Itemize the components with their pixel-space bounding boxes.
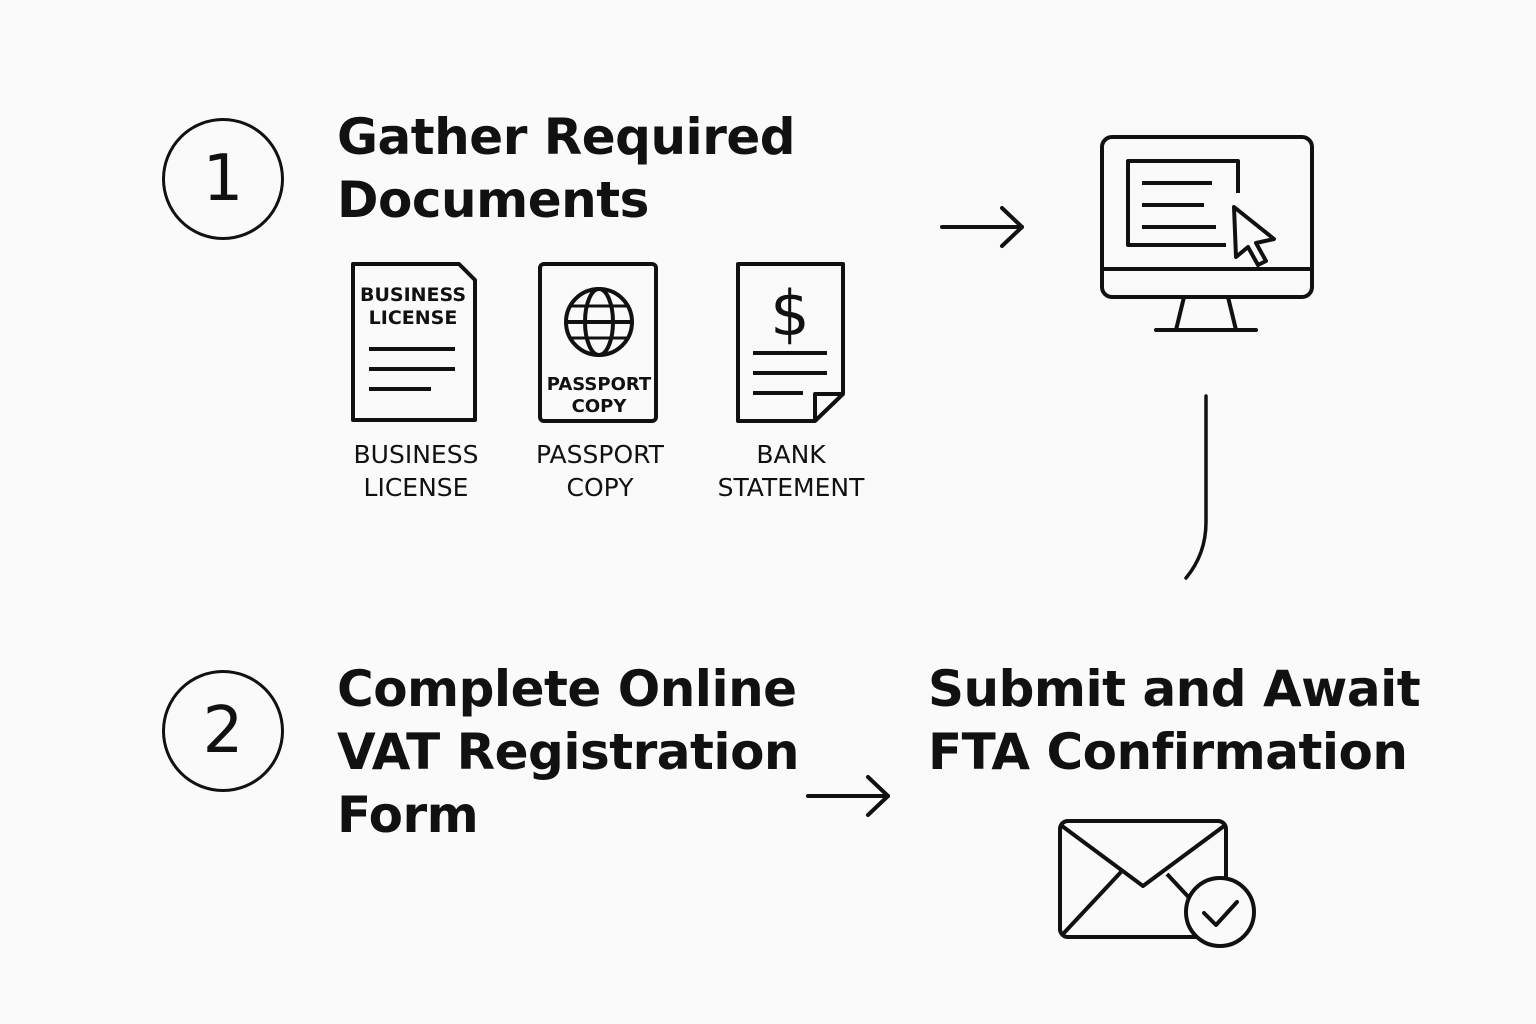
bank-statement-label-line-2: STATEMENT	[717, 473, 865, 502]
check-circle-icon	[1184, 876, 1256, 948]
dollar-sign-text: $	[770, 277, 809, 350]
step-1-title-line-2: Documents	[337, 171, 649, 229]
passport-copy-label-line-2: COPY	[566, 473, 634, 502]
passport-icon-text-1: PASSPORT	[547, 374, 652, 395]
business-license-label: BUSINESS LICENSE	[336, 438, 496, 504]
step-2-number: 2	[202, 694, 244, 768]
step-1-circle: 1	[162, 118, 284, 240]
globe-icon	[564, 287, 634, 357]
step-2-title-line-2: VAT Registration	[337, 723, 800, 781]
business-license-document-icon: BUSINESS LICENSE	[351, 262, 477, 422]
computer-form-icon	[1100, 135, 1314, 332]
cursor-icon	[1232, 205, 1276, 267]
business-license-icon-text-2: LICENSE	[369, 307, 458, 329]
arrow-right-icon	[940, 206, 1024, 248]
bank-statement-label: BANK STATEMENT	[700, 438, 882, 504]
arrow-right-icon	[806, 775, 890, 817]
step-1-number: 1	[202, 142, 244, 216]
connector-line-icon	[1184, 394, 1208, 580]
business-license-label-line-2: LICENSE	[363, 473, 469, 502]
bank-statement-label-line-1: BANK	[756, 440, 826, 469]
step-2-title-line-1: Complete Online	[337, 660, 797, 718]
step-3-title-line-2: FTA Confirmation	[928, 723, 1408, 781]
step-3-title-line-1: Submit and Await	[928, 660, 1421, 718]
step-1-title: Gather Required Documents	[337, 106, 796, 232]
passport-copy-label: PASSPORT COPY	[518, 438, 682, 504]
business-license-icon-text-1: BUSINESS	[360, 284, 466, 306]
step-2-circle: 2	[162, 670, 284, 792]
bank-statement-document-icon: $	[736, 262, 845, 423]
envelope-check-icon	[1058, 819, 1256, 948]
business-license-label-line-1: BUSINESS	[353, 440, 479, 469]
step-2-title: Complete Online VAT Registration Form	[337, 658, 800, 847]
step-2-title-line-3: Form	[337, 786, 479, 844]
step-3-title: Submit and Await FTA Confirmation	[928, 658, 1421, 784]
step-1-title-line-1: Gather Required	[337, 108, 796, 166]
passport-copy-label-line-1: PASSPORT	[536, 440, 664, 469]
passport-document-icon: PASSPORT COPY	[538, 262, 658, 423]
passport-icon-text-2: COPY	[572, 396, 628, 417]
